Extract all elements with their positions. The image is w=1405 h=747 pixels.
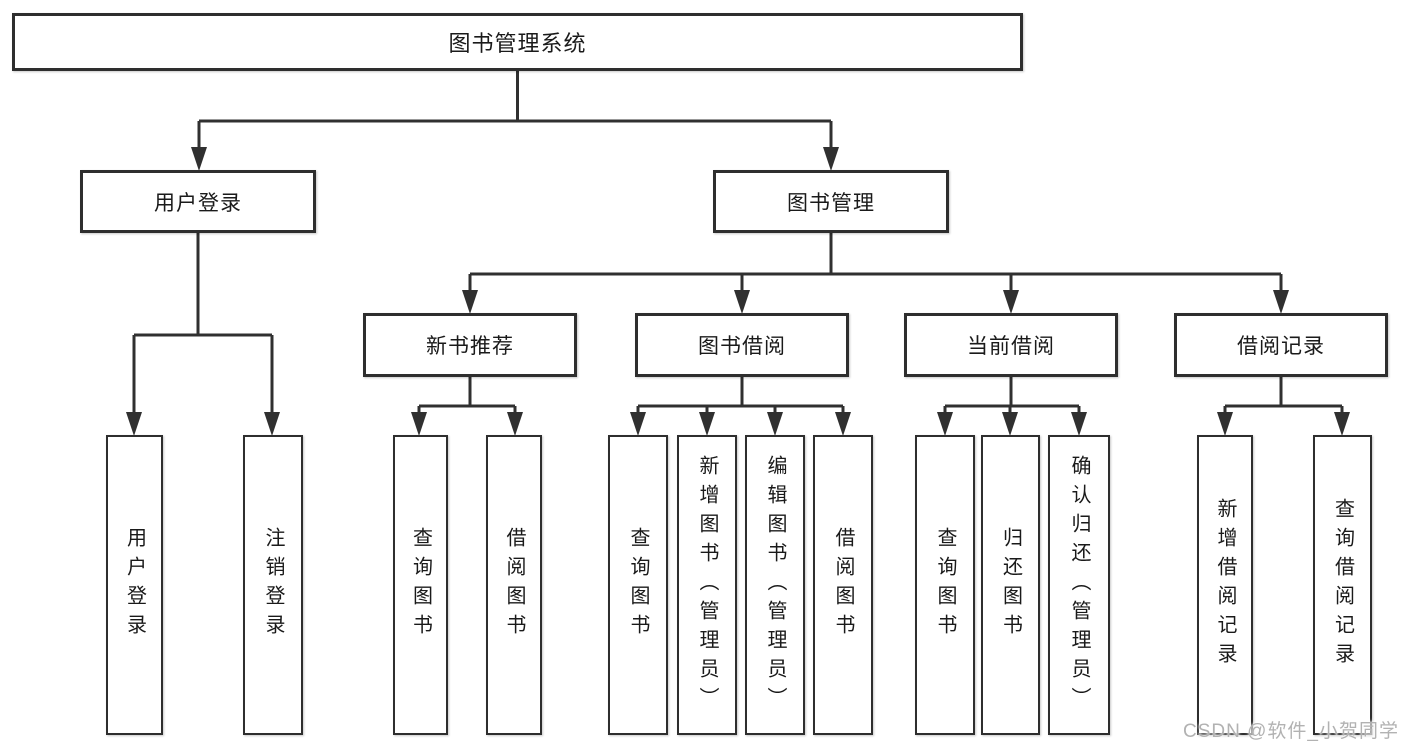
leaf-add-book-admin: 新增图书（管理员） bbox=[677, 435, 737, 735]
node-book-management: 图书管理 bbox=[713, 170, 949, 233]
node-current-borrow: 当前借阅 bbox=[904, 313, 1118, 377]
leaf-query-borrow-record-label: 查询借阅记录 bbox=[1331, 498, 1354, 672]
node-borrow-records-label: 借阅记录 bbox=[1237, 335, 1325, 358]
leaf-return-book-label: 归还图书 bbox=[999, 527, 1022, 643]
leaf-query-book-borrow: 查询图书 bbox=[608, 435, 668, 735]
leaf-user-login-label: 用户登录 bbox=[123, 527, 146, 643]
leaf-user-login: 用户登录 bbox=[106, 435, 163, 735]
leaf-borrow-book-label: 借阅图书 bbox=[832, 527, 854, 643]
leaf-edit-book-admin-label: 编辑图书（管理员） bbox=[764, 454, 786, 716]
node-new-book-recommend-label: 新书推荐 bbox=[426, 335, 514, 358]
leaf-query-book-current-label: 查询图书 bbox=[934, 527, 956, 643]
node-root: 图书管理系统 bbox=[12, 13, 1023, 71]
leaf-query-borrow-record: 查询借阅记录 bbox=[1313, 435, 1372, 735]
node-book-borrow-label: 图书借阅 bbox=[698, 335, 786, 358]
watermark: CSDN @软件_小贺同学 bbox=[1183, 721, 1399, 742]
leaf-query-book-current: 查询图书 bbox=[915, 435, 975, 735]
node-user-login: 用户登录 bbox=[80, 170, 316, 233]
leaf-query-book-recommend: 查询图书 bbox=[393, 435, 448, 735]
node-root-label: 图书管理系统 bbox=[448, 31, 587, 56]
leaf-logout-label: 注销登录 bbox=[262, 527, 284, 643]
node-book-management-label: 图书管理 bbox=[787, 191, 875, 215]
node-new-book-recommend: 新书推荐 bbox=[363, 313, 577, 377]
leaf-add-borrow-record: 新增借阅记录 bbox=[1197, 435, 1253, 735]
leaf-confirm-return-admin: 确认归还（管理员） bbox=[1048, 435, 1110, 735]
leaf-return-book: 归还图书 bbox=[981, 435, 1040, 735]
leaf-query-book-recommend-label: 查询图书 bbox=[409, 527, 432, 643]
node-current-borrow-label: 当前借阅 bbox=[967, 335, 1055, 358]
leaf-confirm-return-admin-label: 确认归还（管理员） bbox=[1068, 454, 1090, 716]
leaf-add-book-admin-label: 新增图书（管理员） bbox=[696, 454, 718, 716]
leaf-query-book-borrow-label: 查询图书 bbox=[627, 527, 649, 643]
leaf-edit-book-admin: 编辑图书（管理员） bbox=[745, 435, 805, 735]
node-borrow-records: 借阅记录 bbox=[1174, 313, 1388, 377]
node-user-login-label: 用户登录 bbox=[154, 191, 242, 215]
leaf-logout: 注销登录 bbox=[243, 435, 303, 735]
leaf-borrow-book-recommend-label: 借阅图书 bbox=[503, 527, 525, 643]
node-book-borrow: 图书借阅 bbox=[635, 313, 849, 377]
leaf-borrow-book-recommend: 借阅图书 bbox=[486, 435, 542, 735]
leaf-add-borrow-record-label: 新增借阅记录 bbox=[1214, 498, 1236, 672]
leaf-borrow-book: 借阅图书 bbox=[813, 435, 873, 735]
